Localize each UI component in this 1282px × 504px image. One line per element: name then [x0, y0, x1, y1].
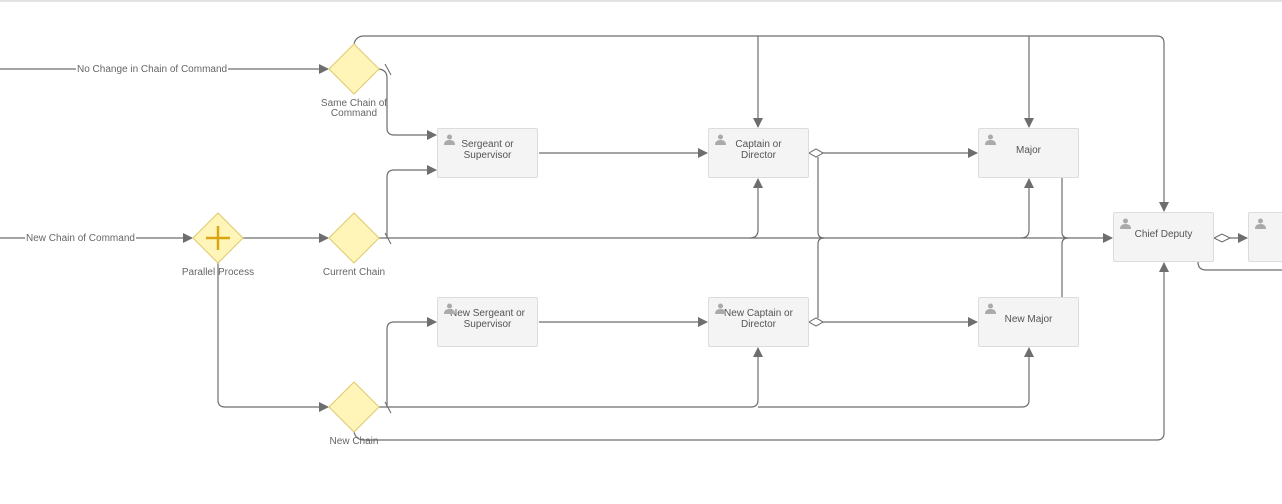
edge-new-chief[interactable]	[353, 262, 1169, 441]
task-chief-deputy[interactable]: Chief Deputy	[1113, 212, 1214, 262]
canvas-top-border	[0, 0, 1282, 2]
user-icon	[1255, 218, 1266, 229]
user-icon	[985, 303, 996, 314]
edge-new-newmajor[interactable]	[758, 347, 1034, 408]
task-new-sergeant[interactable]: New Sergeant or Supervisor	[437, 297, 538, 347]
conditional-flow-icon	[807, 317, 825, 327]
edge-chief-bottom[interactable]	[1197, 261, 1282, 271]
edge-major-chief[interactable]	[1061, 178, 1069, 239]
task-label: New Sergeant or Supervisor	[449, 308, 526, 330]
task-captain[interactable]: Captain or Director	[708, 128, 809, 178]
edge-current-captain[interactable]	[749, 178, 763, 239]
conditional-flow-icon	[1212, 233, 1232, 243]
task-new-captain[interactable]: New Captain or Director	[708, 297, 809, 347]
gateway-label-current: Current Chain	[322, 267, 386, 278]
edge-newmajor-chief[interactable]	[1061, 237, 1069, 297]
edge-captain-chief[interactable]	[817, 157, 825, 239]
user-icon	[985, 134, 996, 145]
task-label: Chief Deputy	[1134, 228, 1193, 240]
edge-same-top[interactable]	[353, 35, 1169, 212]
task-next-offscreen[interactable]	[1248, 212, 1282, 262]
task-label: Sergeant or Supervisor	[461, 139, 514, 161]
user-icon	[715, 303, 726, 314]
edge-current-major[interactable]	[1020, 178, 1034, 239]
edge-label-new-chain: New Chain of Command	[25, 233, 136, 244]
conditional-flow-icon	[807, 148, 825, 158]
task-new-major[interactable]: New Major	[978, 297, 1079, 347]
user-icon	[444, 134, 455, 145]
gateway-label-new: New Chain	[329, 436, 379, 447]
edge-parallel-new[interactable]	[217, 263, 329, 412]
plus-icon	[206, 226, 230, 250]
task-sergeant[interactable]: Sergeant or Supervisor	[437, 128, 538, 178]
default-flow-mark	[384, 401, 392, 414]
task-label: New Major	[1004, 313, 1053, 325]
task-major[interactable]: Major	[978, 128, 1079, 178]
edge-new-newcaptain[interactable]	[379, 347, 763, 408]
gateway-label-parallel: Parallel Process	[181, 267, 255, 278]
task-label: Major	[1015, 144, 1041, 156]
gateway-new-chain[interactable]	[328, 381, 380, 433]
edge-label-no-change: No Change in Chain of Command	[76, 64, 229, 75]
gateway-same-chain[interactable]	[328, 43, 380, 95]
gateway-label-same-chain: Same Chain of Command	[320, 98, 388, 119]
edge-current-sergeant[interactable]	[386, 165, 437, 238]
user-icon	[1120, 218, 1131, 229]
edge-new-newsergeant[interactable]	[386, 317, 437, 407]
edge-newcaptain-chief[interactable]	[817, 237, 825, 318]
edge-same-sergeant[interactable]	[378, 68, 437, 140]
user-icon	[444, 303, 455, 314]
user-icon	[715, 134, 726, 145]
gateway-current-chain[interactable]	[328, 212, 380, 264]
task-label: Captain or Director	[735, 139, 782, 161]
default-flow-mark	[384, 63, 392, 76]
task-label: New Captain or Director	[724, 308, 793, 330]
default-flow-mark	[384, 232, 392, 245]
